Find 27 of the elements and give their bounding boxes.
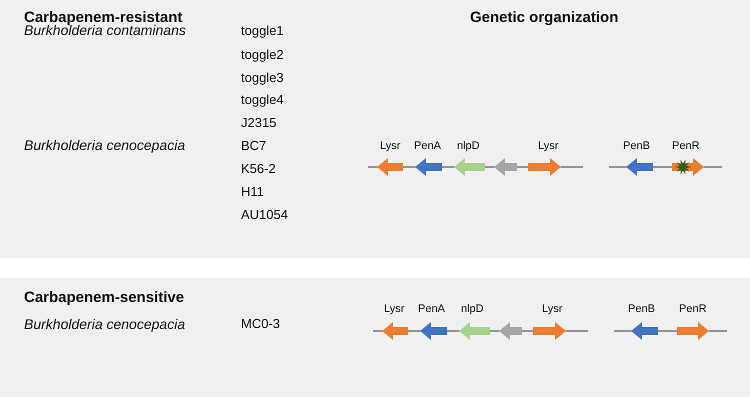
- strain-name: toggle1: [241, 23, 284, 38]
- gene-label: PenB: [628, 303, 655, 315]
- strain-name: AU1054: [241, 207, 288, 222]
- gene-label: PenR: [679, 303, 707, 315]
- heading: Genetic organization: [470, 9, 618, 26]
- species-name: Burkholderia cenocepacia: [24, 316, 186, 332]
- gene-label: PenB: [623, 140, 650, 152]
- gene-label: nlpD: [461, 303, 484, 315]
- gene-label: Lysr: [384, 303, 404, 315]
- strain-name: toggle2: [241, 47, 284, 62]
- strain-name: H11: [241, 184, 264, 199]
- strain-name: BC7: [241, 138, 266, 153]
- gene-label: PenA: [418, 303, 445, 315]
- heading: Carbapenem-resistant: [24, 9, 182, 26]
- gene-label: PenR: [672, 140, 700, 152]
- gene-label: PenA: [414, 140, 441, 152]
- strain-name: MC0-3: [241, 316, 280, 331]
- strain-name: K56-2: [241, 161, 276, 176]
- species-name: Burkholderia cenocepacia: [24, 137, 186, 153]
- gene-label: Lysr: [380, 140, 400, 152]
- heading: Carbapenem-sensitive: [24, 289, 184, 306]
- strain-name: toggle4: [241, 92, 284, 107]
- gene-label: nlpD: [457, 140, 480, 152]
- strain-name: toggle3: [241, 70, 284, 85]
- gene-label: Lysr: [538, 140, 558, 152]
- strain-name: J2315: [241, 115, 276, 130]
- gene-label: Lysr: [542, 303, 562, 315]
